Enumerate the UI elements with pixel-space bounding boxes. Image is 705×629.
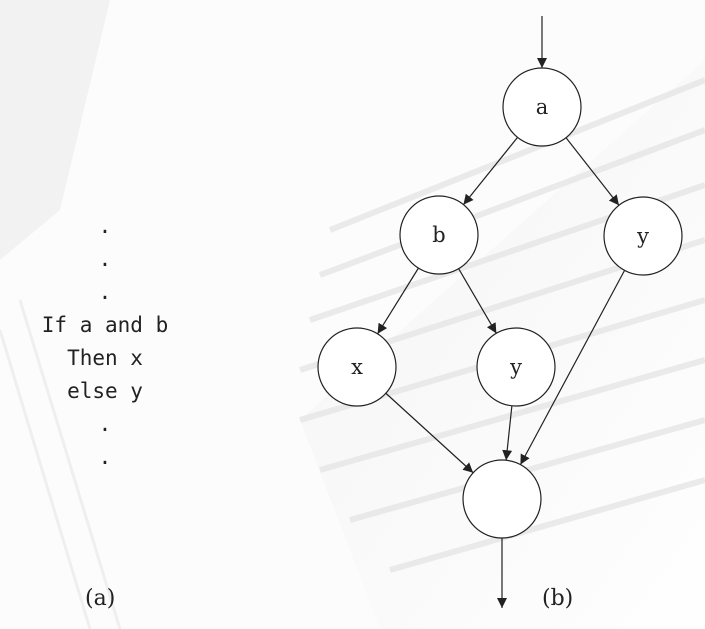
code-line: If a and b	[41, 313, 169, 337]
code-snippet: ... If a and b Then x else y..	[0, 210, 210, 474]
caption-b: (b)	[542, 586, 574, 611]
node-circle	[476, 327, 556, 407]
ellipsis-dot: .	[98, 445, 112, 469]
edge-x-to-join	[385, 392, 474, 474]
node-circle	[462, 459, 542, 539]
node-a: a	[502, 67, 582, 147]
node-label: b	[432, 223, 445, 247]
node-label: x	[351, 355, 363, 379]
edge-y1-to-join	[519, 270, 626, 465]
caption-a: (a)	[85, 586, 116, 611]
node-y1: y	[603, 196, 683, 276]
node-label: a	[536, 95, 549, 119]
node-b: b	[399, 195, 479, 275]
ellipsis-dot: .	[98, 280, 112, 304]
edge-b-to-x	[377, 267, 419, 335]
node-circle	[502, 67, 582, 147]
node-circle	[603, 196, 683, 276]
node-circle	[399, 195, 479, 275]
edge-b-to-y2	[458, 268, 497, 334]
edge-y2-to-join	[502, 405, 513, 461]
ellipsis-dot: .	[98, 214, 112, 238]
node-label: y	[509, 355, 522, 379]
ellipsis-dot: .	[98, 412, 112, 436]
node-circle	[317, 327, 397, 407]
node-label: y	[636, 224, 649, 248]
edge-a-to-y1	[565, 137, 620, 206]
node-y2: y	[476, 327, 556, 407]
edge-a-to-b	[462, 137, 519, 205]
code-line: else y	[67, 379, 143, 403]
node-x: x	[317, 327, 397, 407]
node-join	[462, 459, 542, 539]
code-line: Then x	[67, 346, 143, 370]
ellipsis-dot: .	[98, 247, 112, 271]
